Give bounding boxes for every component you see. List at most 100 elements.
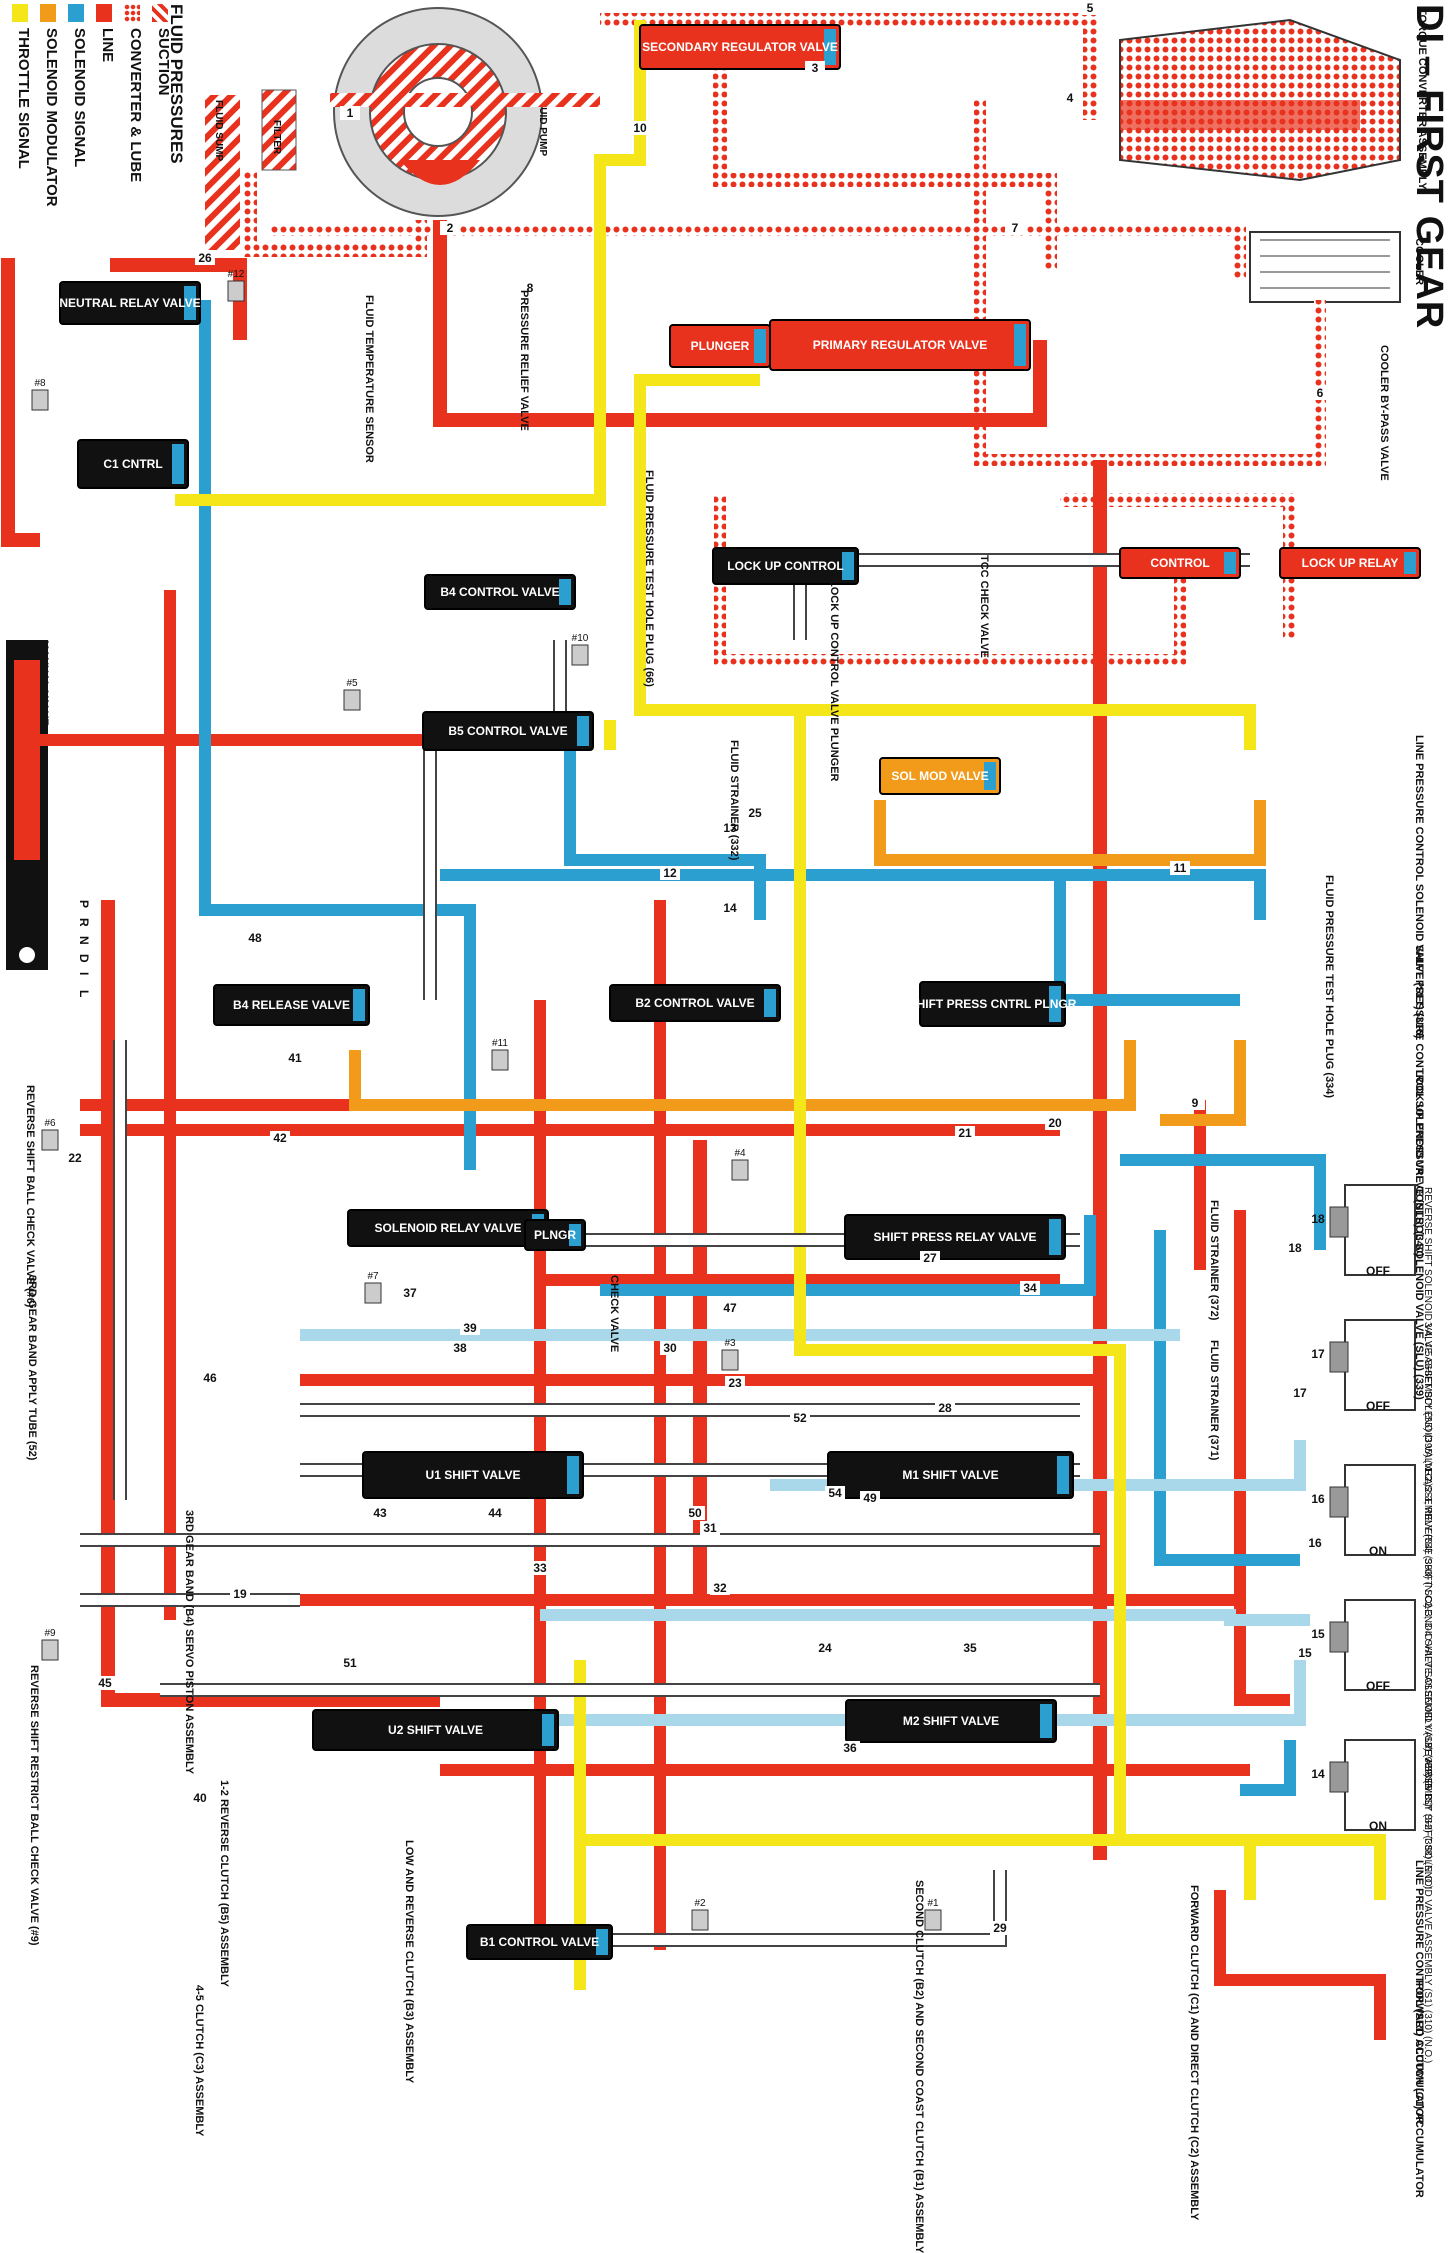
passage-solenoid-signal bbox=[1240, 1740, 1296, 1796]
check-ball-label: #6 bbox=[44, 1118, 56, 1129]
passage-number: 11 bbox=[1170, 861, 1190, 875]
passage-number: 26 bbox=[195, 251, 215, 265]
passage-number-bg bbox=[1060, 91, 1080, 105]
valve-label: CONTROL bbox=[1150, 556, 1209, 570]
passage-throttle bbox=[794, 710, 1126, 1840]
valve-body bbox=[845, 1699, 1057, 1743]
passage-number: 42 bbox=[270, 1131, 290, 1145]
legend-item: THROTTLE SIGNAL bbox=[10, 4, 32, 190]
passage-number-text: 43 bbox=[373, 1506, 387, 1520]
passage-number: 2 bbox=[440, 221, 460, 235]
valve: M1 SHIFT VALVE bbox=[827, 1451, 1074, 1499]
solenoid-passage: 16 bbox=[1311, 1492, 1325, 1506]
passage-number-bg bbox=[1020, 1281, 1040, 1295]
passage-number: 24 bbox=[815, 1641, 835, 1655]
valve-port bbox=[1049, 986, 1061, 1022]
solenoid-name: REVERSE SHIFT SOLENOID VALVE ASSEMBLY (S… bbox=[1422, 1187, 1433, 1487]
valve: PLUNGER bbox=[669, 324, 771, 368]
valve-port bbox=[1040, 1704, 1052, 1738]
check-ball: #3 bbox=[721, 1338, 739, 1371]
passage-number-text: 38 bbox=[453, 1341, 467, 1355]
component-label: FORWARD CLUTCH (C1) ACCUMULATOR bbox=[1413, 1980, 1425, 2198]
check-ball-label: #2 bbox=[694, 1898, 706, 1909]
solenoid-name: REVERSE 1ST SHIFT SOLENOID VALVE ASSEMBL… bbox=[1422, 1742, 1433, 2063]
legend-swatch bbox=[12, 4, 28, 22]
check-ball-label: #5 bbox=[346, 678, 358, 689]
passage-number: 47 bbox=[720, 1301, 740, 1315]
component-label: 1-2 REVERSE CLUTCH (B5) ASSEMBLY bbox=[218, 1780, 230, 1987]
valve-label: LOCK UP RELAY bbox=[1302, 556, 1399, 570]
passage-line bbox=[110, 258, 247, 340]
passage-number-bg bbox=[190, 1791, 210, 1805]
valve-label: NEUTRAL RELAY VALVE bbox=[59, 296, 200, 310]
check-ball-label: #11 bbox=[492, 1038, 508, 1049]
passage-number-bg bbox=[840, 1741, 860, 1755]
solenoid-passage: 17 bbox=[1311, 1347, 1325, 1361]
passage-number-bg bbox=[1170, 861, 1190, 875]
component-label: 3RD GEAR BAND APPLY TUBE (52) bbox=[26, 1275, 38, 1461]
check-ball-label: #12 bbox=[228, 269, 245, 280]
passage-number-text: 31 bbox=[703, 1521, 717, 1535]
valve-body bbox=[712, 547, 859, 585]
passage-number-text: 52 bbox=[793, 1411, 807, 1425]
filter-label: FILTER bbox=[271, 120, 282, 155]
passage-number-text: 51 bbox=[343, 1656, 357, 1670]
passage-number: 32 bbox=[710, 1581, 730, 1595]
passage-number-text: 28 bbox=[938, 1401, 952, 1415]
passage-number-text: 34 bbox=[1023, 1281, 1037, 1295]
passage-number-bg bbox=[660, 866, 680, 880]
passage-number-bg bbox=[65, 1151, 85, 1165]
solenoid-plunger bbox=[1329, 1341, 1349, 1373]
passage-number: 18 bbox=[1285, 1241, 1305, 1255]
solenoid-plunger bbox=[1329, 1761, 1349, 1793]
passage-number: 43 bbox=[370, 1506, 390, 1520]
solenoid-state: OFF bbox=[1366, 1264, 1390, 1278]
passage-number-bg bbox=[1285, 1241, 1305, 1255]
passage-number: 17 bbox=[1290, 1386, 1310, 1400]
passage-number: 39 bbox=[460, 1321, 480, 1335]
legend-label: THROTTLE SIGNAL bbox=[15, 28, 32, 169]
solenoid-name: 2-3, 3-4 SHIFT SOLENOID VALVE ASSEMBLY (… bbox=[1422, 1602, 1433, 1889]
passage-number-bg bbox=[520, 281, 540, 295]
passage-number-text: 19 bbox=[233, 1587, 247, 1601]
valve-port bbox=[172, 444, 184, 484]
solenoid-state: ON bbox=[1369, 1819, 1387, 1833]
passage-number-bg bbox=[1310, 386, 1330, 400]
valve-body bbox=[362, 1451, 584, 1499]
valve-label: SECONDARY REGULATOR VALVE bbox=[642, 40, 838, 54]
check-ball: #2 bbox=[691, 1898, 709, 1931]
valve-body bbox=[879, 757, 1001, 795]
check-ball-housing bbox=[731, 1159, 749, 1181]
passage-number-bg bbox=[340, 106, 360, 120]
component-label: COOLER bbox=[1413, 238, 1425, 286]
passage-number-bg bbox=[340, 1656, 360, 1670]
valve-label: B4 CONTROL VALVE bbox=[440, 585, 559, 599]
passage-number-bg bbox=[1080, 1, 1100, 15]
passage-number: 34 bbox=[1020, 1281, 1040, 1295]
valve: NEUTRAL RELAY VALVE bbox=[59, 281, 201, 325]
passage-number-text: 12 bbox=[663, 866, 677, 880]
passage-number-bg bbox=[195, 251, 215, 265]
passage-number: 8 bbox=[520, 281, 540, 295]
legend-swatch bbox=[40, 4, 56, 22]
valve-label: B4 RELEASE VALVE bbox=[233, 998, 350, 1012]
passage-number-bg bbox=[790, 1411, 810, 1425]
check-ball-housing bbox=[691, 1909, 709, 1931]
valve: PRIMARY REGULATOR VALVE bbox=[769, 319, 1031, 371]
passage-number-text: 45 bbox=[98, 1676, 112, 1690]
solenoid-plunger bbox=[1329, 1621, 1349, 1653]
solenoid-name: 3-4, 4-5 SHIFT SOLENOID VALVE ASSEMBLY (… bbox=[1422, 1322, 1433, 1608]
fluid-pump: FLUID PUMP bbox=[333, 7, 548, 217]
passage-number-text: 32 bbox=[713, 1581, 727, 1595]
component-label: FLUID STRAINER (332) bbox=[728, 740, 740, 861]
check-ball-housing bbox=[491, 1049, 509, 1071]
passage-number: 19 bbox=[230, 1587, 250, 1601]
passage-number-bg bbox=[920, 1251, 940, 1265]
manual-valve-position: N bbox=[77, 936, 91, 945]
valve-label: SOL MOD VALVE bbox=[891, 769, 988, 783]
valve-body bbox=[59, 281, 201, 325]
passage-number-bg bbox=[530, 1561, 550, 1575]
passage-number-text: 36 bbox=[843, 1741, 857, 1755]
passage-number-bg bbox=[960, 1641, 980, 1655]
